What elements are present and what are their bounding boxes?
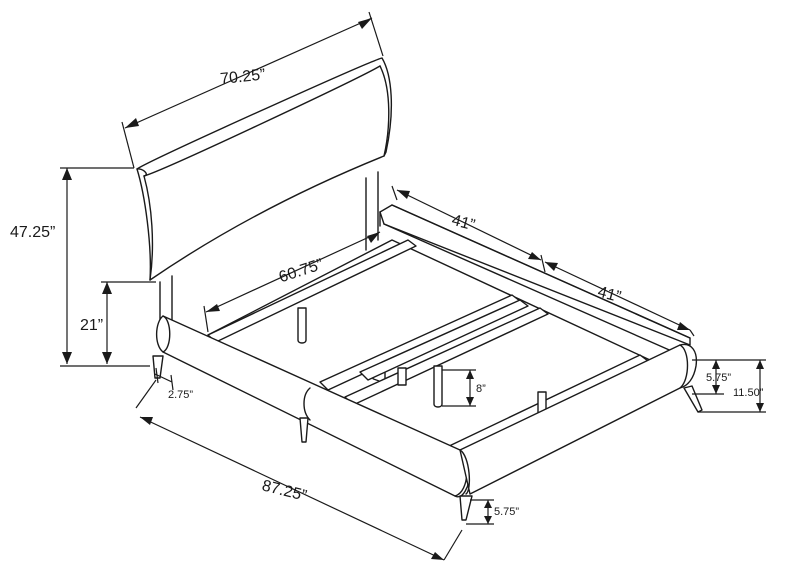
dimension-lines [60,11,766,561]
headboard [136,57,393,281]
slat-support-height-label: 8” [476,383,486,395]
leg-height-label: 5.75” [494,506,519,518]
overall-length-label: 87.25” [260,477,308,504]
lower-half-length-label: 41” [596,284,623,306]
footboard-rail [459,343,698,495]
leg-offset-label: 2.75” [168,389,193,401]
rail-thickness-label: 5.75” [706,372,731,384]
slats [207,239,669,469]
rail-top-height-label: 11.50” [733,387,764,399]
far-side-rail [379,204,693,361]
headboard-width-label: 70.25” [219,66,266,88]
bed-legs [152,355,703,521]
overall-height-label: 47.25” [10,224,55,241]
interior-width-label: 60.75” [277,256,325,286]
side-rail-height-label: 21” [80,317,103,334]
upper-half-length-label: 41” [450,212,477,234]
bed-drawing [136,57,703,521]
headboard-posts [159,171,379,327]
